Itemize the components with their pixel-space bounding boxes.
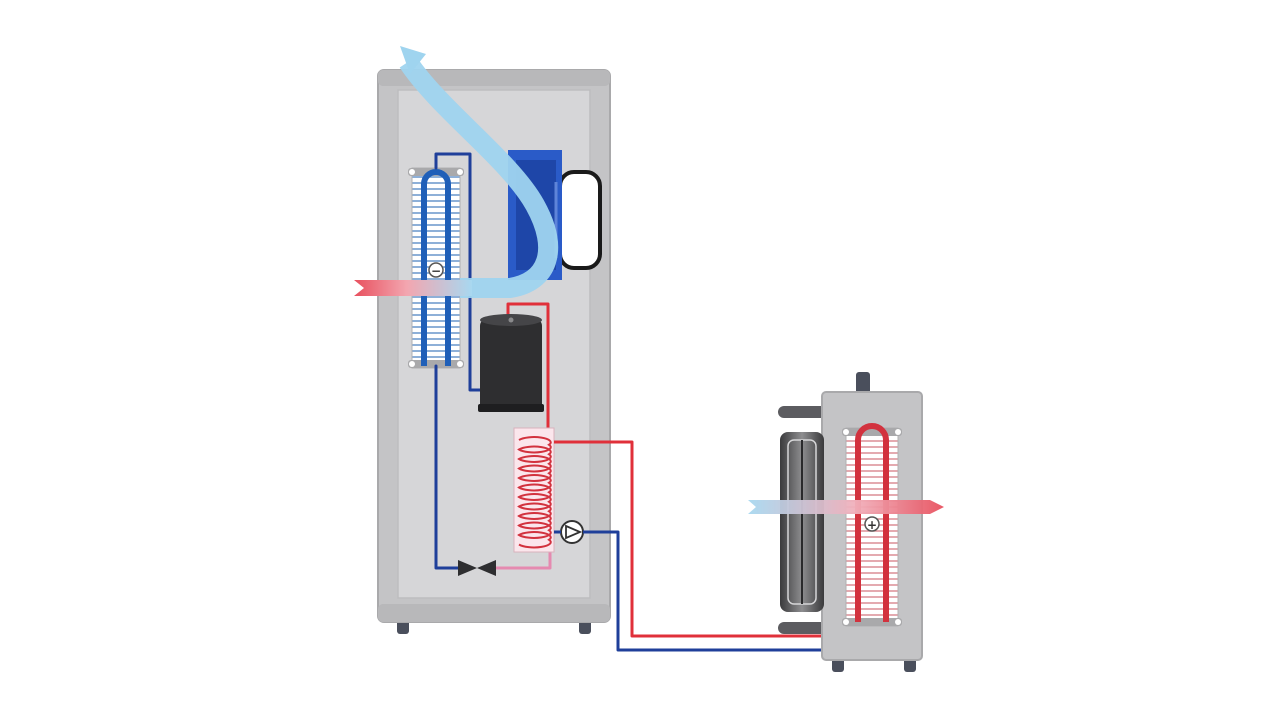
circulation-pump [560,520,584,544]
evaporator-tube [421,169,451,366]
compressor [478,314,544,412]
heat-exchanger-coil [517,436,552,549]
cold-air-curve [399,56,559,298]
outdoor-air-arrow [748,500,944,514]
evaporator-sign-badge [428,262,444,278]
airflow-hot-inlet [354,280,472,296]
water-heat-exchanger [513,427,555,553]
condenser-sign-badge [864,516,880,532]
outdoor-fan [780,432,824,612]
refrigerant-lines-indoor [434,152,552,570]
outdoor-handle-top [778,406,830,418]
compressor-body [480,318,542,412]
suction-line [434,152,486,392]
outdoor-top-stub [856,372,870,394]
warm-return-line [494,550,552,570]
condenser-sign: + [867,518,877,532]
pump-arrow [565,524,583,540]
expansion-valve [458,560,496,576]
condenser-sign-group: + [864,516,880,532]
cold-air-arrowhead [400,46,426,74]
outdoor-handle-bottom [778,622,830,634]
blower-outlet [558,170,602,270]
cabinet-bottom-rail [378,604,610,622]
airflow-cold-stream [399,46,559,298]
outdoor-tube [855,423,889,622]
airflow-outdoor [748,500,944,514]
evaporator-sign: − [431,264,441,278]
discharge-line [506,302,550,430]
hot-air-inlet-arrow [354,280,472,296]
evaporator-coil: − [408,167,464,369]
liquid-line [434,364,460,570]
